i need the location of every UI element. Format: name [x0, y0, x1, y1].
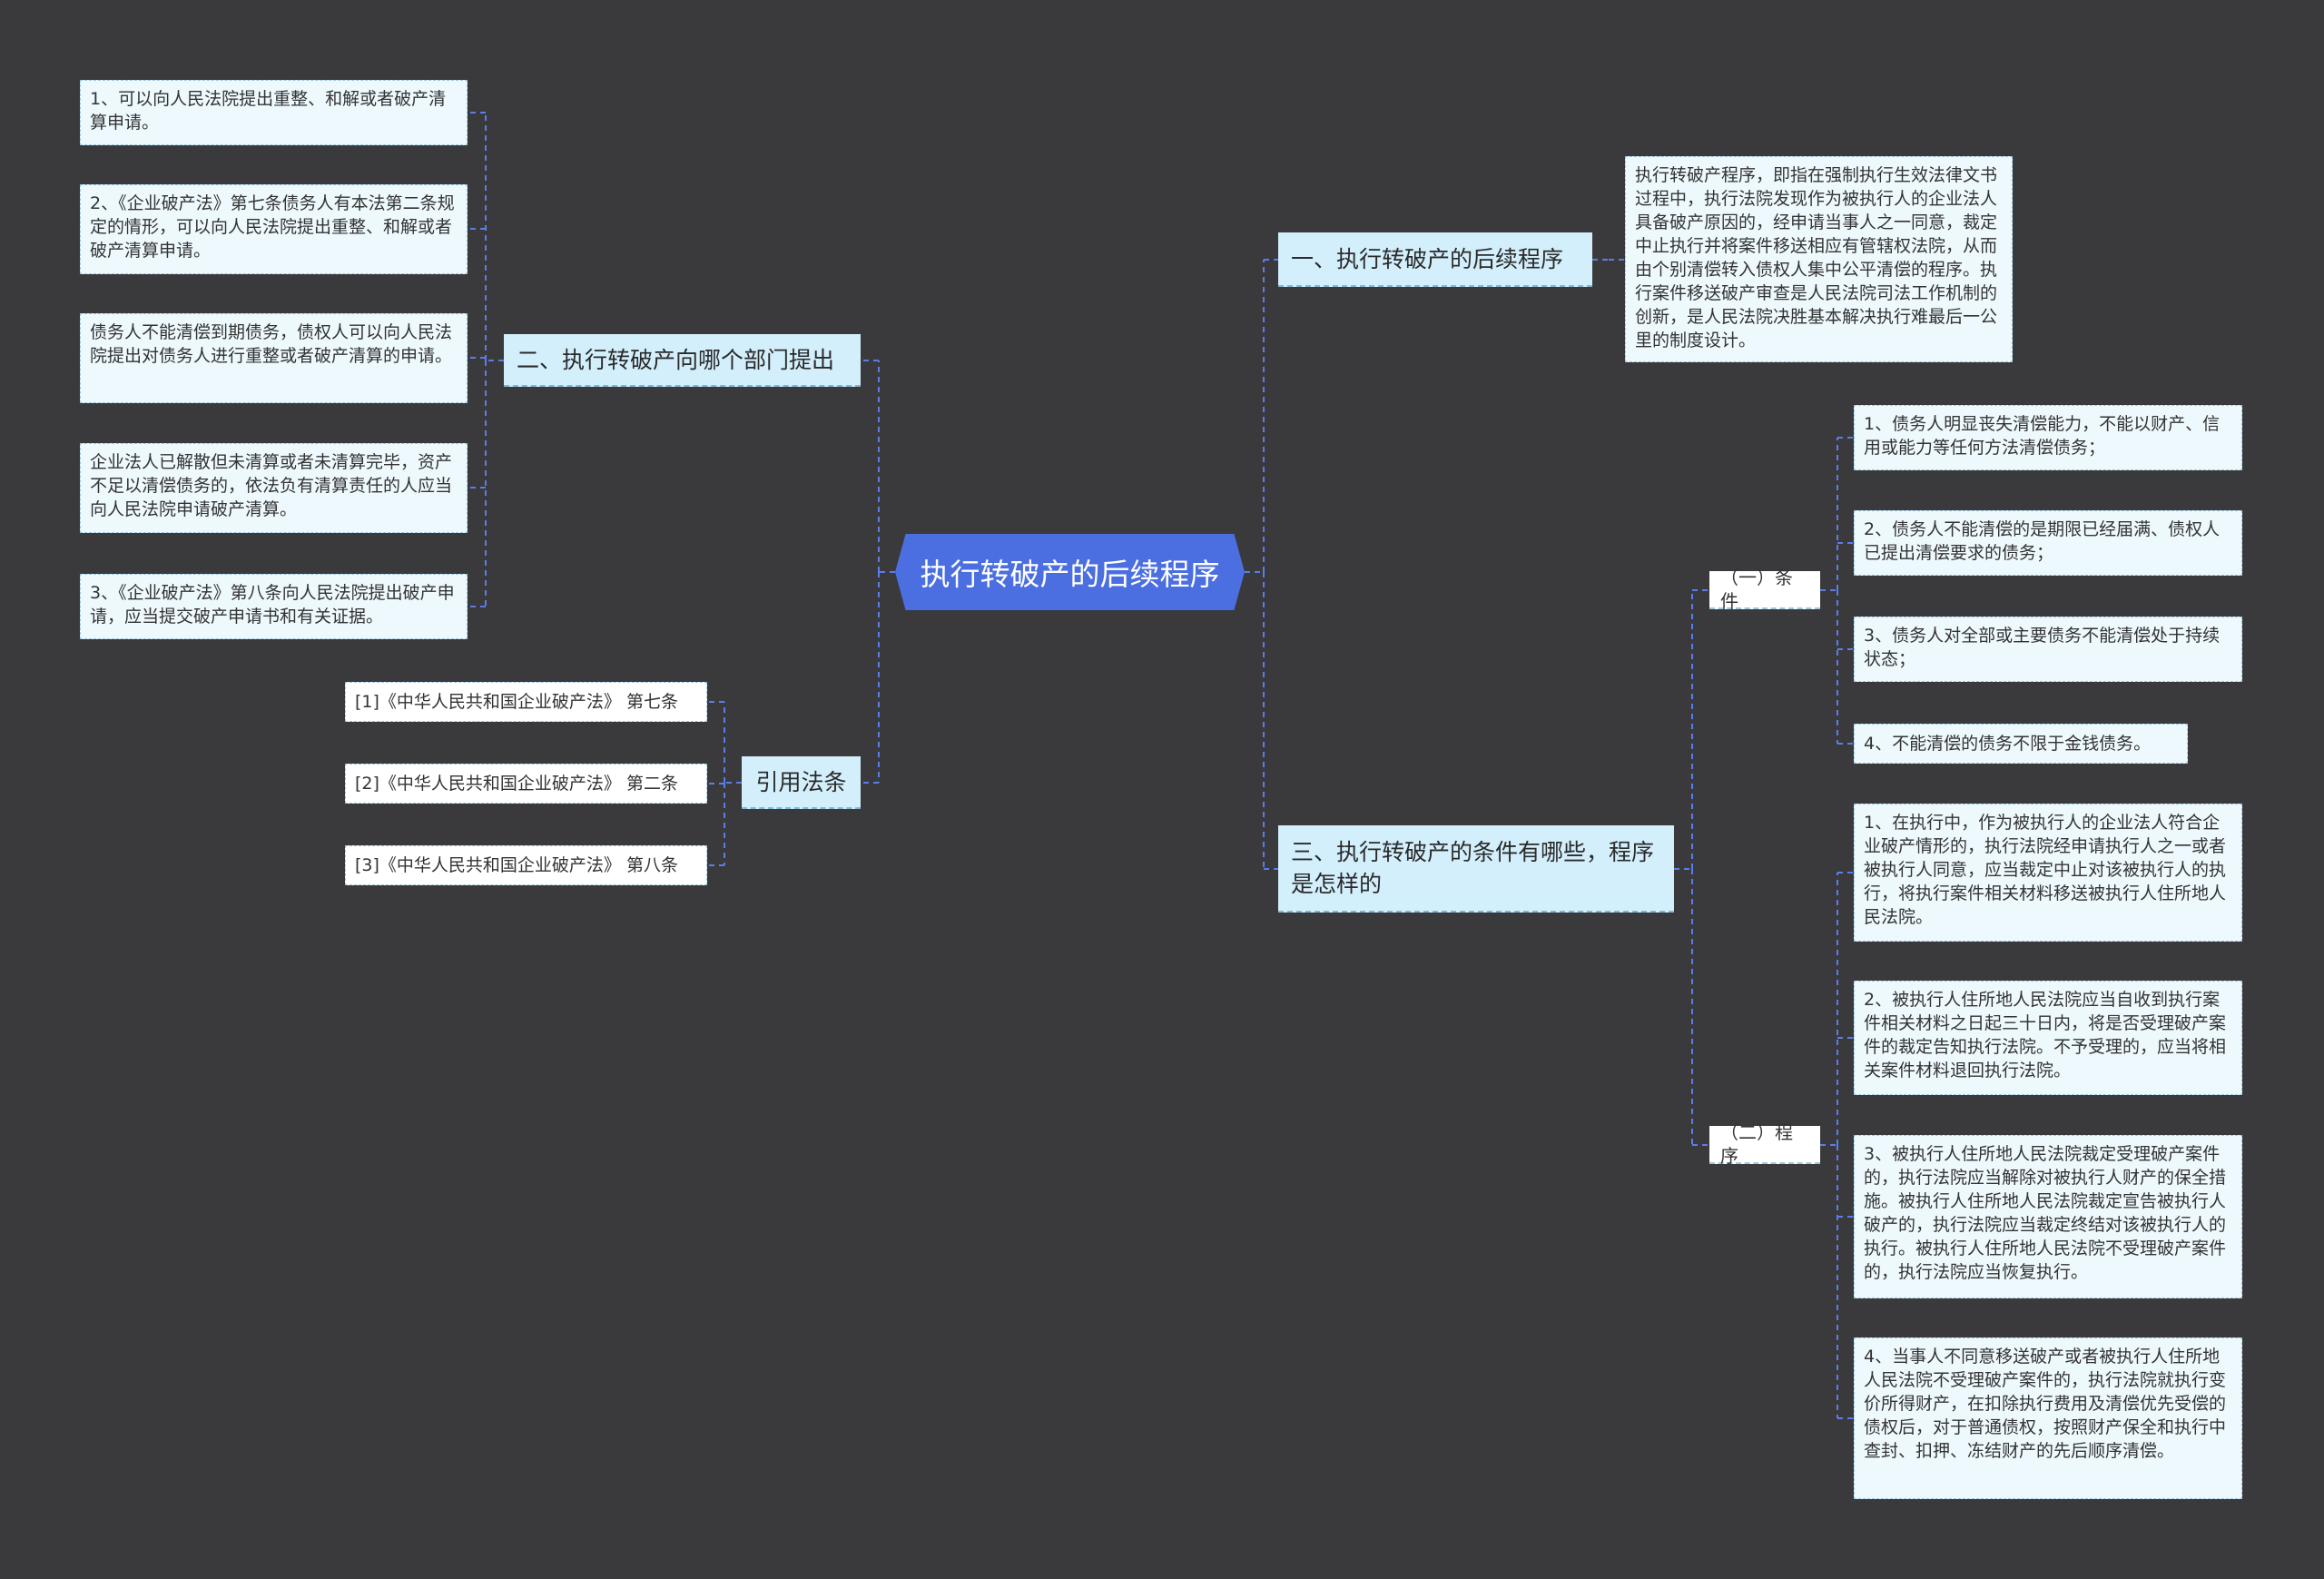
leaf-condition-4[interactable]: 4、不能清偿的债务不限于金钱债务。	[1854, 724, 2188, 764]
sub-branch-conditions[interactable]: （一）条件	[1709, 567, 1820, 612]
leaf-procedure-3[interactable]: 3、被执行人住所地人民法院裁定受理破产案件的，执行法院应当解除对被执行人财产的保…	[1854, 1135, 2242, 1298]
leaf-procedure-4[interactable]: 4、当事人不同意移送破产或者被执行人住所地人民法院不受理破产案件的，执行法院就执…	[1854, 1337, 2242, 1499]
leaf-text: 1、债务人明显丧失清偿能力，不能以财产、信用或能力等任何方法清偿债务；	[1864, 414, 2221, 458]
branch-follow-up-procedure[interactable]: 一、执行转破产的后续程序	[1278, 232, 1592, 287]
leaf-department-5[interactable]: 3、《企业破产法》第八条向人民法院提出破产申请，应当提交破产申请书和有关证据。	[80, 574, 468, 639]
leaf-text: 3、《企业破产法》第八条向人民法院提出破产申请，应当提交破产申请书和有关证据。	[90, 583, 455, 627]
leaf-condition-3[interactable]: 3、债务人对全部或主要债务不能清偿处于持续状态；	[1854, 617, 2242, 682]
root-topic-label: 执行转破产的后续程序	[920, 557, 1220, 592]
branch-label: 引用法条	[755, 768, 847, 795]
leaf-department-4[interactable]: 企业法人已解散但未清算或者未清算完毕，资产不足以清偿债务的，依法负有清算责任的人…	[80, 443, 468, 533]
leaf-text: 企业法人已解散但未清算或者未清算完毕，资产不足以清偿债务的，依法负有清算责任的人…	[90, 452, 453, 519]
leaf-department-1[interactable]: 1、可以向人民法院提出重整、和解或者破产清算申请。	[80, 80, 468, 145]
sub-branch-label: （二）程序	[1720, 1121, 1793, 1167]
leaf-department-2[interactable]: 2、《企业破产法》第七条债务人有本法第二条规定的情形，可以向人民法院提出重整、和…	[80, 184, 468, 274]
root-topic[interactable]: 执行转破产的后续程序	[895, 534, 1245, 610]
leaf-condition-1[interactable]: 1、债务人明显丧失清偿能力，不能以财产、信用或能力等任何方法清偿债务；	[1854, 405, 2242, 470]
branch-conditions-and-procedure[interactable]: 三、执行转破产的条件有哪些，程序是怎样的	[1278, 825, 1674, 913]
leaf-text: 2、债务人不能清偿的是期限已经届满、债权人已提出清偿要求的债务；	[1864, 519, 2221, 563]
leaf-law-ref-2[interactable]: [2]《中华人民共和国企业破产法》 第二条	[345, 764, 707, 804]
leaf-text: 2、被执行人住所地人民法院应当自收到执行案件相关材料之日起三十日内，将是否受理破…	[1864, 990, 2227, 1081]
leaf-condition-2[interactable]: 2、债务人不能清偿的是期限已经届满、债权人已提出清偿要求的债务；	[1854, 510, 2242, 576]
sub-branch-procedure[interactable]: （二）程序	[1709, 1121, 1820, 1167]
leaf-law-ref-3[interactable]: [3]《中华人民共和国企业破产法》 第八条	[345, 845, 707, 885]
leaf-text: 2、《企业破产法》第七条债务人有本法第二条规定的情形，可以向人民法院提出重整、和…	[90, 193, 455, 261]
leaf-text: [2]《中华人民共和国企业破产法》 第二条	[355, 774, 678, 794]
leaf-text: [3]《中华人民共和国企业破产法》 第八条	[355, 855, 678, 875]
leaf-text: 3、被执行人住所地人民法院裁定受理破产案件的，执行法院应当解除对被执行人财产的保…	[1864, 1144, 2227, 1282]
branch-cited-laws[interactable]: 引用法条	[742, 756, 861, 809]
branch-label: 一、执行转破产的后续程序	[1291, 245, 1564, 272]
branch-label: 二、执行转破产向哪个部门提出	[517, 346, 835, 373]
leaf-text: 4、不能清偿的债务不限于金钱债务。	[1864, 734, 2152, 754]
leaf-text: 债务人不能清偿到期债务，债权人可以向人民法院提出对债务人进行重整或者破产清算的申…	[90, 322, 453, 366]
leaf-text: 1、在执行中，作为被执行人的企业法人符合企业破产情形的，执行法院经申请执行人之一…	[1864, 813, 2227, 927]
leaf-text: 1、可以向人民法院提出重整、和解或者破产清算申请。	[90, 89, 447, 133]
branch-which-department[interactable]: 二、执行转破产向哪个部门提出	[504, 334, 861, 387]
leaf-procedure-1[interactable]: 1、在执行中，作为被执行人的企业法人符合企业破产情形的，执行法院经申请执行人之一…	[1854, 804, 2242, 942]
branch-label: 三、执行转破产的条件有哪些，程序是怎样的	[1291, 839, 1655, 897]
sub-branch-label: （一）条件	[1720, 567, 1793, 612]
leaf-department-3[interactable]: 债务人不能清偿到期债务，债权人可以向人民法院提出对债务人进行重整或者破产清算的申…	[80, 313, 468, 403]
leaf-follow-up-definition[interactable]: 执行转破产程序，即指在强制执行生效法律文书过程中，执行法院发现作为被执行人的企业…	[1625, 156, 2013, 362]
leaf-text: 执行转破产程序，即指在强制执行生效法律文书过程中，执行法院发现作为被执行人的企业…	[1635, 165, 1998, 350]
leaf-law-ref-1[interactable]: [1]《中华人民共和国企业破产法》 第七条	[345, 682, 707, 722]
leaf-text: 4、当事人不同意移送破产或者被执行人住所地人民法院不受理破产案件的，执行法院就执…	[1864, 1347, 2227, 1461]
leaf-text: 3、债务人对全部或主要债务不能清偿处于持续状态；	[1864, 626, 2221, 669]
leaf-procedure-2[interactable]: 2、被执行人住所地人民法院应当自收到执行案件相关材料之日起三十日内，将是否受理破…	[1854, 981, 2242, 1095]
leaf-text: [1]《中华人民共和国企业破产法》 第七条	[355, 692, 678, 712]
